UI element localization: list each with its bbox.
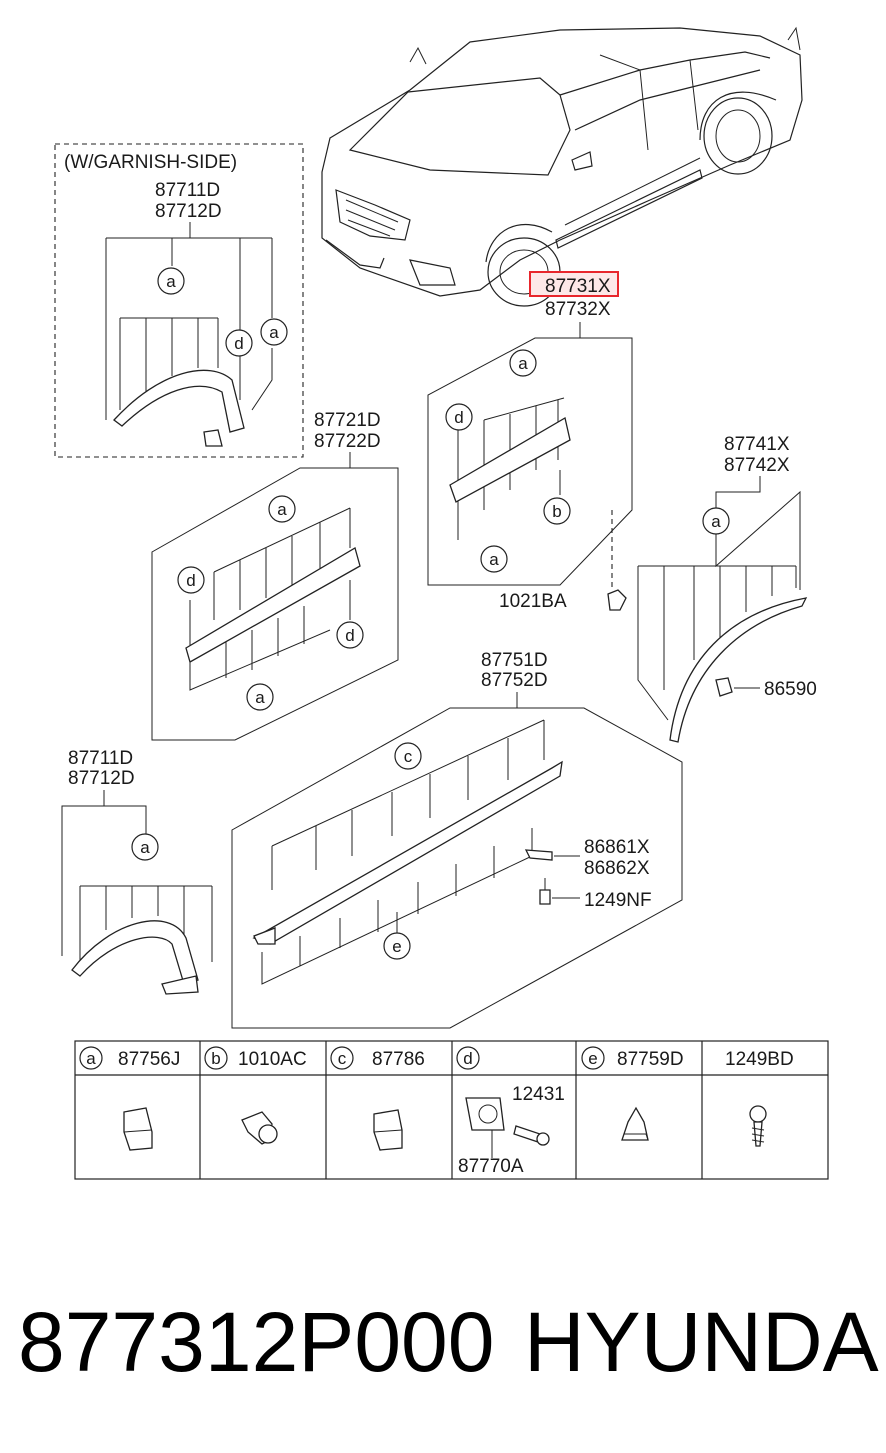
svg-text:a: a xyxy=(711,512,721,531)
front-door-moulding-part xyxy=(185,547,361,663)
svg-text:d: d xyxy=(345,626,354,645)
vehicle-illustration xyxy=(321,26,803,307)
svg-text:a: a xyxy=(489,550,499,569)
clip-86590-part xyxy=(715,677,733,697)
footer-brand: HYUNDAI xyxy=(524,1295,886,1389)
svg-text:d: d xyxy=(234,334,243,353)
legend-letter-e: e xyxy=(588,1049,597,1068)
screw-f-icon xyxy=(749,1105,767,1123)
legend-letter-a: a xyxy=(86,1049,96,1068)
garnish-title: (W/GARNISH-SIDE) xyxy=(64,152,237,173)
svg-text:e: e xyxy=(392,937,401,956)
garnish-side-group: (W/GARNISH-SIDE) 87711D 87712D a d a xyxy=(54,143,304,458)
clip-d-icon xyxy=(465,1097,505,1131)
garnish-box-frame xyxy=(54,143,304,458)
svg-text:d: d xyxy=(186,571,195,590)
garnish-part-top: 87711D xyxy=(155,180,220,201)
front-door-part-top: 87721D xyxy=(314,410,381,431)
side-sill-part-bottom: 87752D xyxy=(481,670,548,691)
legend-part-b: 1010AC xyxy=(238,1049,307,1070)
svg-text:c: c xyxy=(404,747,413,766)
callout-a xyxy=(260,318,288,346)
fastener-legend-table: a 87756J b 1010AC c 87786 d e 87759D 124… xyxy=(74,1040,829,1180)
screw-1249nf-part xyxy=(539,889,551,905)
svg-text:a: a xyxy=(140,838,150,857)
rear-door-part-number: 87732X xyxy=(545,299,611,320)
front-door-part-bottom: 87722D xyxy=(314,431,381,452)
svg-text:a: a xyxy=(166,272,176,291)
highlighted-part-label: 87731X 87732X xyxy=(529,271,619,320)
legend-sub-bottom: 87770A xyxy=(458,1156,524,1177)
svg-text:a: a xyxy=(518,354,528,373)
highlight-box xyxy=(529,271,619,297)
svg-text:b: b xyxy=(552,502,561,521)
garnish-part-bottom: 87712D xyxy=(155,201,222,222)
legend-part-e: 87759D xyxy=(617,1049,684,1070)
bracket-label-bottom: 86862X xyxy=(584,858,650,879)
side-sill-part-top: 87751D xyxy=(481,650,548,671)
rear-arch-part-top: 87741X xyxy=(724,434,790,455)
clip-e-icon xyxy=(621,1106,649,1141)
svg-text:a: a xyxy=(277,500,287,519)
rear-door-moulding-part xyxy=(449,416,571,503)
bracket-label-top: 86861X xyxy=(584,837,650,858)
footer-part-number: 877312P000 xyxy=(18,1295,495,1389)
screw-1249nf-label: 1249NF xyxy=(584,890,652,911)
rear-arch-group: 87741X 87742X a 86590 xyxy=(637,434,817,743)
clip-a-icon xyxy=(123,1107,153,1151)
legend-part-f: 1249BD xyxy=(725,1049,794,1070)
legend-part-a: 87756J xyxy=(118,1049,180,1070)
highlight-part-number: 87731X xyxy=(545,276,611,297)
bracket-part xyxy=(524,849,553,861)
front-arch-group: 87711D 87712D a xyxy=(61,748,213,995)
front-door-moulding-group: 87721D 87722D a d d a xyxy=(151,410,399,741)
callout-a xyxy=(157,267,185,295)
svg-text:d: d xyxy=(454,408,463,427)
legend-letter-c: c xyxy=(338,1049,347,1068)
rear-arch-part-bottom: 87742X xyxy=(724,455,790,476)
svg-text:a: a xyxy=(269,323,279,342)
clip-86590-label: 86590 xyxy=(764,679,817,700)
rear-arch-part xyxy=(669,597,808,743)
svg-text:a: a xyxy=(255,688,265,707)
front-arch-part-bottom: 87712D xyxy=(68,768,135,789)
clip-1021-label: 1021BA xyxy=(499,591,567,612)
garnish-arch-part xyxy=(113,369,245,433)
front-arch-part xyxy=(71,920,199,985)
rear-door-moulding-group: a d b a 1021BA xyxy=(427,322,633,612)
front-arch-part-top: 87711D xyxy=(68,748,133,769)
side-sill-moulding-part xyxy=(252,760,563,945)
legend-letter-b: b xyxy=(211,1049,220,1068)
clip-1021-part xyxy=(607,589,627,611)
legend-letter-d: d xyxy=(463,1049,472,1068)
screw-d-icon xyxy=(513,1125,541,1143)
callout-d xyxy=(225,329,253,357)
legend-part-c: 87786 xyxy=(372,1049,425,1070)
legend-sub-top: 12431 xyxy=(512,1084,565,1105)
side-sill-group: 87751D 87752D c e 86861X 86862X 1249NF xyxy=(231,650,683,1029)
